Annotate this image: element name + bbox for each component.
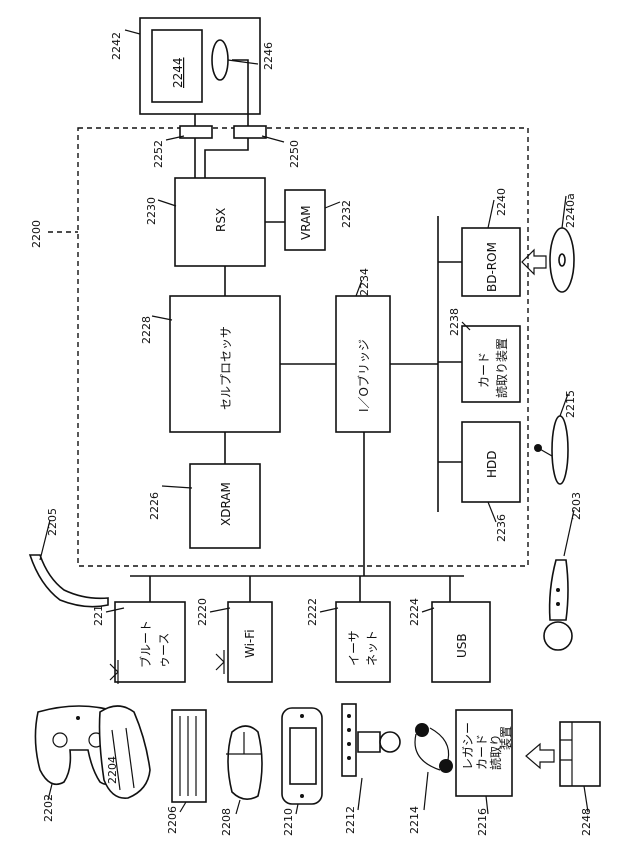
usb-label: USB: [455, 633, 469, 658]
disc-insert-arrow: [522, 250, 546, 274]
connector-2250: [234, 126, 266, 138]
ref-2238: 2238: [448, 308, 461, 336]
card-reader-label-2: 読取り装置: [494, 338, 509, 398]
ref-2240: 2240: [495, 188, 508, 216]
ref-2216: 2216: [476, 808, 489, 836]
mouse-icon: [226, 726, 262, 799]
ref-2220: 2220: [196, 598, 209, 626]
ref-2248: 2248: [580, 808, 593, 836]
ref-2226: 2226: [148, 492, 161, 520]
ref-2246: 2246: [262, 42, 275, 70]
legacy-reader-label-4: 装置: [499, 726, 513, 750]
ref-2224: 2224: [408, 598, 421, 626]
speaker-icon: [212, 40, 228, 80]
wifi-label: Wi-Fi: [243, 629, 257, 658]
ref-2215: 2215: [564, 390, 577, 418]
ref-2236: 2236: [495, 514, 508, 542]
ref-2212: 2212: [344, 806, 357, 834]
ref-2203: 2203: [570, 492, 583, 520]
bluetooth-label-2: ゥース: [157, 633, 171, 668]
io-bridge-label: I／Oブリッジ: [356, 339, 371, 412]
ref-2214: 2214: [408, 806, 421, 834]
disc-icon: [550, 228, 574, 292]
rsx-label: RSX: [214, 208, 228, 232]
card-reader-label-1: カード: [477, 352, 491, 388]
ethernet-label-2: ネット: [365, 630, 379, 666]
hdd-label: HDD: [485, 450, 499, 478]
ref-2230: 2230: [145, 197, 158, 225]
ref-2210: 2210: [282, 808, 295, 836]
cell-processor-label: セルプロセッサ: [219, 326, 233, 410]
camera-icon: [342, 704, 400, 776]
ref-2222: 2222: [306, 598, 319, 626]
ref-2242: 2242: [110, 32, 123, 60]
monitor: 2244: [140, 18, 260, 114]
ref-2232: 2232: [340, 200, 353, 228]
ref-2200: 2200: [30, 220, 43, 248]
keyboard-icon: [172, 710, 206, 802]
ref-2206: 2206: [166, 806, 179, 834]
ref-2204: 2204: [106, 756, 119, 784]
memory-card-icon: [560, 722, 600, 786]
disk-media-icon: [552, 416, 568, 484]
curved-device-icon: [30, 555, 108, 607]
connector-2252: [180, 126, 212, 138]
xdram-label: XDRAM: [219, 482, 233, 526]
legacy-reader-label-1: レガシー: [461, 722, 475, 770]
card-insert-arrow: [526, 744, 554, 768]
wifi-antenna-icon: [216, 650, 224, 674]
ref-2252: 2252: [152, 140, 165, 168]
ethernet-label-1: イーサ: [347, 630, 361, 666]
ref-2228: 2228: [140, 316, 153, 344]
ref-2234: 2234: [358, 268, 371, 296]
ethernet-box: [336, 602, 390, 682]
ref-2208: 2208: [220, 808, 233, 836]
vram-label: VRAM: [299, 205, 313, 240]
headset-icon: [415, 723, 453, 773]
legacy-reader-label-2: カード: [475, 734, 489, 770]
card-reader-box: [462, 326, 520, 402]
handheld-device-icon: [282, 708, 322, 804]
ref-2250: 2250: [288, 140, 301, 168]
bluetooth-label-1: ブルート: [138, 620, 153, 668]
monitor-screen-label: 2244: [171, 57, 185, 88]
ref-2205: 2205: [46, 508, 59, 536]
bd-rom-label: BD-ROM: [485, 242, 499, 292]
motion-controller-icon: [544, 560, 572, 650]
